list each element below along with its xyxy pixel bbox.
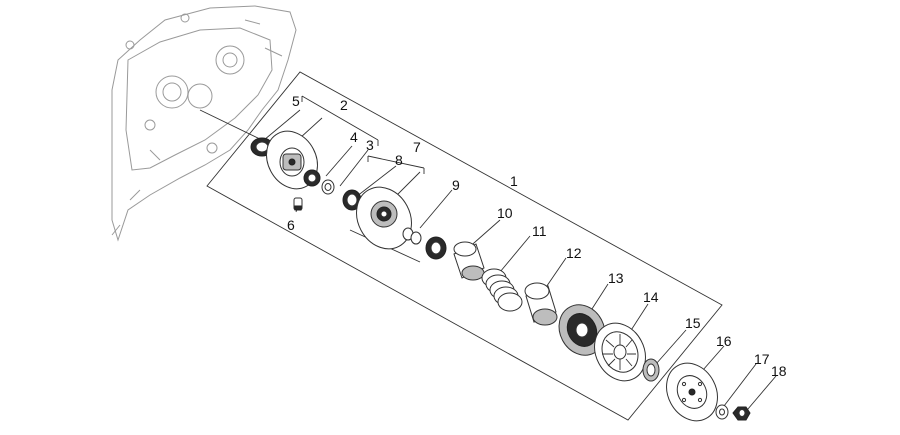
part-9-bearing	[425, 236, 447, 260]
callout-16: 16	[716, 333, 732, 349]
part-17-washer	[715, 404, 729, 420]
engine-case-housing	[111, 5, 297, 242]
callout-11: 11	[532, 223, 547, 239]
callout-12: 12	[566, 245, 582, 261]
callout-2: 2	[340, 97, 348, 113]
callout-3: 3	[366, 137, 374, 153]
part-15-washer	[642, 358, 660, 382]
part-13-clutch	[558, 304, 606, 356]
bracket-7	[367, 155, 425, 174]
callout-5: 5	[292, 93, 300, 109]
part-2-pulley-disk	[266, 130, 318, 190]
callout-1: 1	[510, 173, 518, 189]
part-14-fan-plate	[594, 322, 646, 382]
callout-8: 8	[395, 152, 403, 168]
part-12-sleeve	[524, 282, 558, 326]
part-7-movable-pulley	[356, 186, 412, 250]
callout-17: 17	[754, 351, 770, 367]
callout-15: 15	[685, 315, 701, 331]
callout-13: 13	[608, 270, 624, 286]
part-4-bearing	[303, 169, 321, 187]
callout-7: 7	[413, 139, 421, 155]
callout-6: 6	[287, 217, 295, 233]
callout-18: 18	[771, 363, 787, 379]
part-3-washer	[321, 179, 335, 195]
part-16-clutch-bell	[666, 362, 718, 422]
callout-10: 10	[497, 205, 513, 221]
part-18-nut	[732, 406, 751, 421]
callout-4: 4	[350, 129, 358, 145]
part-11-spring	[481, 268, 523, 312]
shaft-axis-line	[199, 109, 263, 141]
part-10-bushing	[453, 241, 485, 281]
part-seals-small	[402, 227, 422, 245]
callout-14: 14	[643, 289, 659, 305]
part-6-pin	[293, 197, 303, 211]
assembly-outline	[206, 71, 723, 421]
part-8-bearing	[342, 189, 362, 211]
callout-9: 9	[452, 177, 460, 193]
bracket-2	[301, 95, 379, 146]
